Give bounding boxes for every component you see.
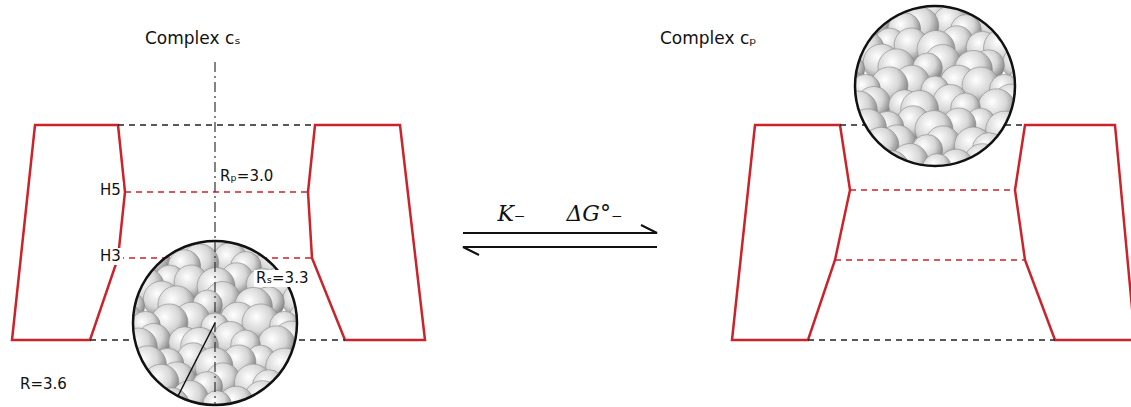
cone-wall [308,125,425,340]
cone-wall [1015,125,1131,340]
axis-line [214,62,215,404]
h5-plane [125,191,308,193]
harpoon [463,225,657,233]
cone-left [12,125,425,340]
equilibrium-arrow [463,225,657,255]
cone-right [732,125,1131,340]
radius-label: Rₚ=3.0 [218,168,275,185]
rim-line [118,124,315,126]
equilibrium-label: K₋ ΔG°₋ [494,202,625,226]
atom-sphere [153,388,190,407]
rim-line [808,339,1055,341]
h5-plane [850,189,1015,191]
cone-wall [732,125,850,340]
guest-molecule [826,0,1044,187]
radius-line [178,323,215,396]
complex-heading: Complex cₛ [145,28,241,48]
ring-proton-label: H5 [98,182,123,199]
cone-wall [12,125,125,340]
atom-sphere [873,151,910,188]
radius-label: Rₛ=3.3 [254,270,310,287]
atom-sphere [922,154,951,183]
complex-heading: Complex cₚ [660,28,757,48]
radius-label: R=3.6 [18,376,69,393]
guest-sphere-outline [855,6,1015,166]
complex-region: Complex cₛ [0,28,460,400]
harpoon [463,247,657,255]
atom-sphere [938,149,974,185]
complex-region: Complex cₚ [660,28,1131,400]
h3-plane [835,259,1025,261]
ring-proton-label: H3 [98,248,123,265]
